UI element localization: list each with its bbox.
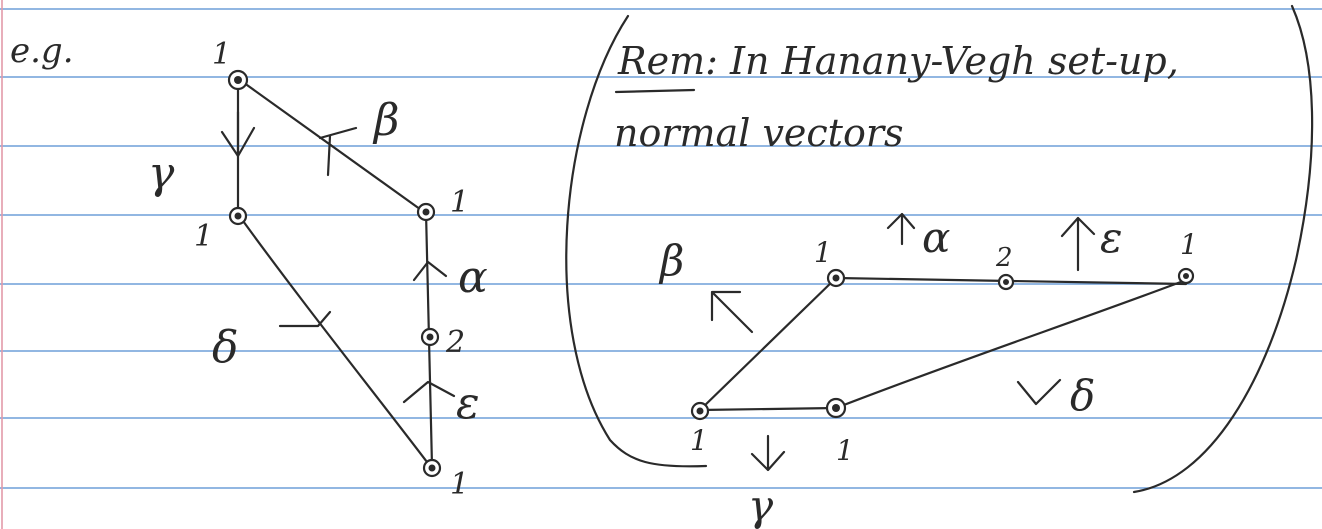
right-edge-gamma [698,406,838,412]
left-label-left-mid: 1 [194,219,213,254]
left-label-gamma: γ [148,148,175,199]
right-label-top-right: 1 [1180,228,1198,261]
ruled-lines [0,8,1322,489]
left-vertex-top-dot [234,76,242,84]
right-label-bottom-left: 1 [690,424,708,457]
left-label-z: 2 [445,325,465,360]
right-label-delta: δ [1070,371,1095,420]
right-arrow-beta-icon [710,290,754,334]
left-arrow-alpha-icon [412,260,448,282]
eg-label: e.g. [10,31,74,71]
left-edge-delta [236,212,432,468]
left-vertex-left-mid-dot [234,212,242,220]
right-label-bottom-right: 1 [836,434,854,467]
right-arrow-epsilon-icon [1060,216,1096,272]
remark-underline [614,88,696,94]
left-edge-beta [238,78,426,214]
left-arrow-gamma-icon [220,110,256,158]
right-label-top-mid: 2 [995,243,1013,273]
left-arrow-epsilon-icon [402,380,456,404]
right-label-epsilon: ε [1100,213,1123,262]
left-label-bottom: 1 [450,467,469,502]
right-label-beta: β [658,236,684,285]
left-label-top: 1 [212,37,231,72]
left-label-right-mid: 1 [450,185,469,220]
left-label-epsilon: ε [456,378,480,429]
right-arrow-delta-icon [1016,378,1062,406]
right-arrow-alpha-icon [886,212,916,246]
left-vertex-z-dot [426,333,434,341]
left-arrow-beta-icon [318,126,358,177]
right-diagram: Rem: In Hanany-Vegh set-up, normal vecto… [565,4,1314,529]
right-edge-beta [698,276,838,412]
left-vertex-right-mid-dot [422,208,430,216]
left-label-delta: δ [212,322,239,373]
left-parenthesis [565,14,708,468]
right-arrow-gamma-icon [750,434,786,472]
right-parenthesis [1132,4,1314,494]
right-vertex-bottom-left-dot [696,407,704,415]
right-label-gamma: γ [748,481,774,529]
left-label-alpha: α [458,252,488,303]
right-label-top-left: 1 [814,236,832,269]
right-vertex-bottom-right-dot [832,404,840,412]
right-label-alpha: α [922,213,950,262]
right-vertex-top-left-dot [832,274,840,282]
left-vertex-bottom-dot [428,464,436,472]
left-diagram: e.g. 1 1 1 [10,31,488,502]
remark-title: Rem: In Hanany-Vegh set-up, [617,39,1179,83]
left-label-beta: β [372,95,399,146]
right-vertex-top-right-dot [1183,273,1189,279]
right-edge-delta [834,278,1188,410]
left-arrow-delta-icon [278,310,332,328]
right-vertex-top-mid-dot [1003,279,1009,285]
remark-body: normal vectors [614,111,904,155]
